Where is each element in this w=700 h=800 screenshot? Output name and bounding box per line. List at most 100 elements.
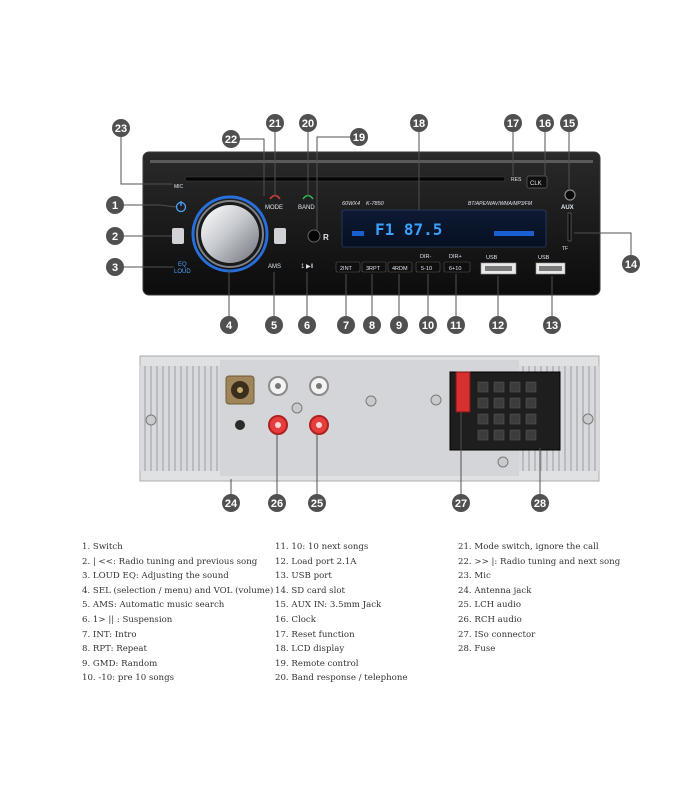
legend-item: 12. Load port 2.1A [275, 556, 357, 567]
next-tune-button[interactable] [274, 228, 286, 244]
legend-item: 9. GMD: Random [82, 658, 158, 669]
minus10-button[interactable] [415, 261, 441, 273]
callout-25: 25 [308, 434, 326, 512]
clk-button[interactable] [526, 175, 548, 189]
formats-label: BT/APE/WAV/WMA/MP3/FM [468, 201, 533, 207]
legend-item: 20. Band response / telephone [275, 673, 408, 684]
tf-slot[interactable] [567, 212, 572, 242]
legend-item: 7. INT: Intro [82, 629, 137, 640]
legend-column-1: 1. Switch 2. | <<: Radio tuning and prev… [82, 540, 302, 686]
callout-6: 6 [298, 272, 316, 334]
callout-marker [268, 494, 286, 512]
callout-marker [112, 119, 130, 137]
legend-item: 17. Reset function [275, 629, 355, 640]
legend-item: 28. Fuse [458, 644, 496, 655]
loud-label[interactable]: LOUD [174, 269, 191, 275]
legend-item: 16. Clock [275, 614, 316, 625]
callout-marker [419, 316, 437, 334]
callout-number: 14 [625, 259, 638, 271]
callout-marker [504, 114, 522, 132]
usb1-label: USB [486, 255, 498, 261]
callout-number: 1 [112, 200, 118, 212]
aux-label: AUX [561, 205, 574, 211]
legend-item: 23. Mic [458, 571, 491, 582]
callout-4: 4 [220, 270, 238, 334]
legend-item: 11. 10: 10 next songs [275, 542, 369, 552]
callout-marker [543, 316, 561, 334]
callout-15: 15 [560, 114, 578, 190]
callout-number: 4 [226, 320, 233, 332]
callout-number: 28 [534, 498, 546, 510]
legend-item: 18. LCD display [275, 644, 345, 655]
screw [365, 395, 377, 407]
callout-21: 21 [266, 114, 284, 196]
screw [582, 413, 594, 425]
callout-marker [363, 316, 381, 334]
callout-18: 18 [410, 114, 428, 210]
model-power: 60WX4 [342, 201, 360, 207]
plus10-label: 6+10 [449, 266, 461, 272]
clk-label: CLK [530, 181, 542, 187]
play-label[interactable]: 1 ▶ll [301, 264, 313, 270]
legend-item: 22. >> |: Radio tuning and next song [458, 556, 621, 567]
antenna-jack[interactable] [225, 375, 255, 430]
rdm-label: 4RDM [392, 266, 408, 272]
callout-marker [447, 316, 465, 334]
legend-item: 21. Mode switch, ignore the call [458, 542, 599, 552]
callout-marker [106, 258, 124, 276]
callout-leader-line [316, 136, 359, 230]
callout-number: 18 [413, 118, 425, 130]
callout-number: 22 [225, 134, 237, 146]
plus10-button[interactable] [443, 261, 471, 273]
screw [497, 456, 509, 468]
callout-number: 11 [450, 320, 462, 332]
callout-number: 12 [492, 320, 504, 332]
legend-item: 19. Remote control [275, 658, 359, 669]
mic-label: MIC [174, 184, 184, 190]
minus10-label: 5-10 [421, 266, 432, 272]
callout-leader-line [115, 204, 177, 208]
rpt-label: 3RPT [366, 266, 381, 272]
eq-label[interactable]: EQ [178, 262, 187, 268]
usb2-label: USB [538, 255, 550, 261]
rdm-button[interactable] [387, 261, 413, 273]
callout-11: 11 [447, 274, 465, 334]
lcd-readout: F1 87.5 [375, 220, 442, 239]
callout-9: 9 [390, 274, 408, 334]
rpt-button[interactable] [361, 261, 387, 273]
rear-r-label: R [323, 233, 329, 242]
callout-19: 19 [316, 128, 368, 230]
callout-marker [531, 494, 549, 512]
fuse [455, 371, 471, 413]
callout-20: 20 [299, 114, 317, 196]
preset-buttons: 2INT 3RPT 4RDM DIR- 5-10 DIR+ 6+10 [335, 254, 471, 273]
legend-item: 6. 1> || : Suspension [82, 614, 173, 625]
callout-23: 23 [112, 119, 172, 185]
callout-marker [222, 130, 240, 148]
res-label[interactable]: RES [511, 177, 522, 183]
volume-knob[interactable] [191, 195, 269, 273]
callout-marker [106, 227, 124, 245]
callout-28: 28 [531, 448, 549, 512]
callout-marker [390, 316, 408, 334]
callout-marker [265, 316, 283, 334]
callout-number: 10 [422, 320, 434, 332]
callout-leader-line [231, 138, 265, 196]
callout-marker [308, 494, 326, 512]
iso-connector[interactable] [449, 371, 561, 451]
callout-number: 9 [396, 320, 402, 332]
prev-tune-button[interactable] [172, 228, 184, 244]
legend-item: 2. | <<: Radio tuning and previous song [82, 556, 258, 567]
aux-jack[interactable] [564, 189, 576, 201]
power-icon[interactable] [175, 201, 187, 213]
mode-label[interactable]: MODE [265, 205, 283, 211]
callout-number: 20 [302, 118, 314, 130]
band-label[interactable]: BAND [298, 205, 315, 211]
callout-marker [560, 114, 578, 132]
callout-number: 16 [539, 118, 551, 130]
legend-item: 8. RPT: Repeat [82, 644, 147, 655]
int-button[interactable] [335, 261, 361, 273]
ams-label[interactable]: AMS [268, 264, 281, 270]
callout-16: 16 [536, 114, 554, 176]
